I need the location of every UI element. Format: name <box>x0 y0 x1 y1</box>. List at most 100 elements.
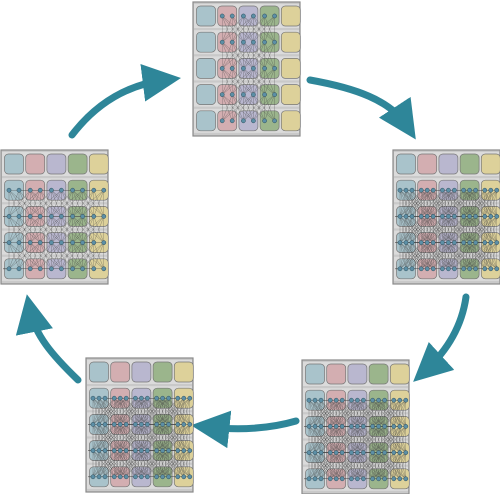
network-edge <box>156 424 169 451</box>
network-edge <box>442 190 464 217</box>
network-edge <box>162 424 190 451</box>
network-node <box>229 118 235 124</box>
network-edge <box>330 452 358 479</box>
network-node <box>272 92 277 97</box>
network-edge <box>442 216 470 243</box>
network-node <box>430 214 436 219</box>
network-edge <box>72 190 104 217</box>
network-node <box>59 214 64 219</box>
network-edge <box>243 94 265 121</box>
network-edge <box>168 424 190 451</box>
network-edge <box>442 190 449 217</box>
network-node <box>409 240 415 245</box>
grid-cell <box>368 363 389 385</box>
network-edge <box>8 216 31 243</box>
network-edge <box>433 190 455 217</box>
network-edge <box>314 400 322 427</box>
grid-cell <box>152 361 173 383</box>
network-edge <box>8 190 41 217</box>
network-node <box>181 395 187 401</box>
network-edge <box>442 216 476 243</box>
network-edge <box>490 216 497 243</box>
network-edge <box>442 216 464 243</box>
network-edge <box>405 216 413 243</box>
network-edge <box>82 242 104 269</box>
network-node <box>382 397 387 403</box>
network-edge <box>378 452 385 479</box>
network-node <box>409 187 415 193</box>
network-edge <box>135 424 142 451</box>
network-node <box>91 214 97 219</box>
network-edge <box>104 424 127 451</box>
grid-cell <box>438 153 459 175</box>
network-edge <box>427 242 434 269</box>
network-edge <box>421 190 449 217</box>
network-edge <box>463 190 497 217</box>
network-edge <box>351 400 373 427</box>
network-edge <box>92 398 115 425</box>
network-node <box>133 395 138 401</box>
network-edge <box>114 450 136 477</box>
network-edge <box>308 452 322 479</box>
network-edge <box>427 216 434 243</box>
network-edge <box>177 398 184 425</box>
network-edge <box>372 400 400 427</box>
network-edge <box>120 398 127 425</box>
network-edge <box>135 424 148 451</box>
network-edge <box>372 400 379 427</box>
network-edge <box>162 450 190 477</box>
network-edge <box>399 400 406 427</box>
network-edge <box>40 216 62 243</box>
network-edge <box>463 216 476 243</box>
network-edge <box>135 398 163 425</box>
network-edge <box>351 426 373 453</box>
network-edge <box>484 242 497 269</box>
network-node <box>440 266 445 272</box>
network-node <box>111 395 117 401</box>
network-edge <box>93 216 104 243</box>
network-node <box>452 266 457 272</box>
network-node <box>376 476 381 482</box>
network-edge <box>399 190 407 217</box>
network-node <box>461 240 466 245</box>
network-node <box>102 448 108 453</box>
network-node <box>494 240 500 245</box>
network-node <box>262 92 267 97</box>
network-node <box>494 266 500 272</box>
network-node <box>241 118 246 124</box>
network-edge <box>156 424 178 451</box>
grid-cell <box>196 110 216 132</box>
network-edge <box>342 400 364 427</box>
network-node <box>370 397 375 403</box>
network-edge <box>320 400 343 427</box>
network-edge <box>243 42 265 69</box>
grid-cell <box>347 363 368 385</box>
network-edge <box>411 242 434 269</box>
grid-cell <box>196 58 216 79</box>
network-edge <box>308 400 343 427</box>
network-lines <box>222 15 275 121</box>
network-node <box>494 214 500 219</box>
network-node <box>27 187 33 193</box>
network-edge <box>463 242 485 269</box>
network-node <box>241 39 246 45</box>
grid-panel <box>85 357 194 493</box>
network-edge <box>330 426 364 453</box>
network-node <box>452 240 457 245</box>
network-node <box>187 474 193 480</box>
network-node <box>403 214 409 219</box>
grid-cell <box>217 58 238 79</box>
network-edge <box>378 400 406 427</box>
network-edge <box>120 450 148 477</box>
grid-cell <box>217 31 238 53</box>
network-node <box>327 424 333 429</box>
network-edge <box>98 450 106 477</box>
network-edge <box>372 400 406 427</box>
network-edge <box>30 242 52 269</box>
network-edge <box>405 190 434 217</box>
network-edge <box>448 216 455 243</box>
network-edge <box>372 426 379 453</box>
network-edge <box>232 94 254 121</box>
network-edge <box>330 426 358 453</box>
network-edge <box>308 426 331 453</box>
